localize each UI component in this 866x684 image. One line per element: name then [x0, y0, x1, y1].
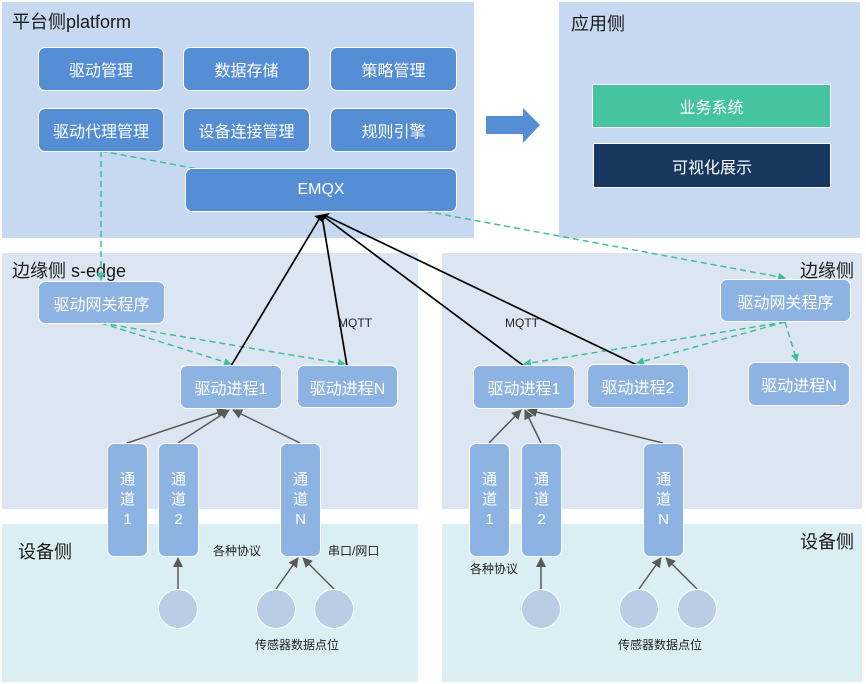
right-sensor-label: 传感器数据点位: [618, 638, 703, 652]
left-protocol-label: 各种协议: [213, 544, 262, 558]
channel-char: 2: [174, 511, 183, 528]
right-driver-process-n[interactable]: 驱动进程N: [748, 362, 850, 406]
right-protocol-label: 各种协议: [470, 562, 519, 576]
channel-char: 通: [119, 471, 135, 488]
channel-char: 1: [485, 511, 494, 528]
right-sensor-1[interactable]: [521, 589, 561, 629]
channel-char: 道: [170, 491, 186, 508]
channel-char: 道: [533, 491, 549, 508]
channel-char: 道: [119, 491, 135, 508]
platform-title: 平台侧platform: [12, 12, 132, 32]
business-system[interactable]: 业务系统: [592, 84, 831, 128]
left-sensor-label: 传感器数据点位: [255, 638, 340, 652]
right-channel-1[interactable]: 通 道 1: [469, 443, 510, 557]
left-driver-process-1[interactable]: 驱动进程1: [180, 365, 282, 409]
edge-right-title: 边缘侧: [800, 261, 854, 281]
left-sensor-2[interactable]: [256, 589, 296, 629]
channel-char: 2: [537, 511, 546, 528]
channel-char: 道: [481, 491, 497, 508]
module-data-storage[interactable]: 数据存储: [183, 47, 310, 91]
left-sensor-1[interactable]: [158, 589, 198, 629]
channel-char: N: [295, 511, 306, 528]
left-port-label: 串口/网口: [328, 544, 380, 558]
left-mqtt-label: MQTT: [338, 316, 372, 330]
right-driver-gateway[interactable]: 驱动网关程序: [720, 279, 851, 322]
right-sensor-3[interactable]: [677, 589, 717, 629]
module-driver-management[interactable]: 驱动管理: [38, 47, 164, 91]
right-channel-n[interactable]: 通 道 N: [643, 443, 684, 557]
left-driver-gateway[interactable]: 驱动网关程序: [38, 281, 165, 324]
device-right-title: 设备侧: [800, 532, 854, 552]
edge-left-title: 边缘侧 s-edge: [12, 261, 127, 281]
application-title: 应用侧: [571, 14, 625, 34]
channel-char: 1: [123, 511, 132, 528]
left-channel-n[interactable]: 通 道 N: [280, 443, 321, 557]
right-driver-process-1[interactable]: 驱动进程1: [473, 365, 575, 409]
right-sensor-2[interactable]: [619, 589, 659, 629]
left-channel-1[interactable]: 通 道 1: [107, 443, 148, 557]
channel-char: 道: [655, 491, 671, 508]
module-driver-agent-management[interactable]: 驱动代理管理: [38, 108, 164, 152]
channel-char: 通: [533, 471, 549, 488]
channel-char: 通: [481, 471, 497, 488]
module-policy-management[interactable]: 策略管理: [330, 47, 457, 91]
module-device-connection-management[interactable]: 设备连接管理: [183, 108, 310, 152]
channel-char: 道: [292, 491, 308, 508]
module-rule-engine[interactable]: 规则引擎: [330, 108, 457, 152]
channel-char: 通: [655, 471, 671, 488]
left-driver-process-n[interactable]: 驱动进程N: [297, 365, 398, 408]
right-driver-process-2[interactable]: 驱动进程2: [587, 364, 689, 408]
channel-char: 通: [292, 471, 308, 488]
channel-char: 通: [170, 471, 186, 488]
right-channel-2[interactable]: 通 道 2: [521, 443, 562, 557]
left-channel-2[interactable]: 通 道 2: [158, 443, 199, 557]
left-sensor-3[interactable]: [314, 589, 354, 629]
device-left-title: 设备侧: [18, 542, 72, 562]
visualization-display[interactable]: 可视化展示: [593, 143, 831, 188]
emqx-broker[interactable]: EMQX: [185, 168, 457, 212]
big-arrow-icon: [486, 108, 540, 143]
channel-char: N: [658, 511, 669, 528]
right-mqtt-label: MQTT: [505, 316, 539, 330]
